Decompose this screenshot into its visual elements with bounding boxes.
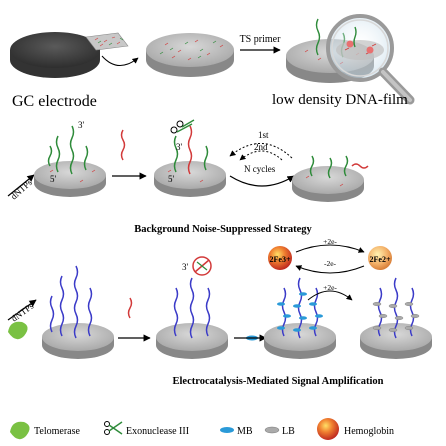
- cycle-1st-label: 1st: [258, 130, 269, 140]
- free-red-strand: [120, 129, 126, 161]
- minus-2e-label: -2e-: [324, 259, 337, 268]
- disk-row3-b: 3': [156, 262, 228, 359]
- cycle-2nd-label: 2nd: [254, 142, 268, 152]
- disk-row3-a: [42, 265, 114, 359]
- arrow-dntps-2: [7, 299, 37, 321]
- telomerase-icon: [10, 421, 30, 440]
- hemoglobin-icon: [317, 418, 339, 440]
- fe2-label: 2Fe2+: [370, 255, 391, 264]
- disk-row3-c: [264, 277, 336, 359]
- mb-icon: [220, 427, 234, 433]
- dntps-label-1: dNTPs: [9, 177, 35, 201]
- legend-mb: MB: [237, 426, 253, 437]
- n-cycles-label: N cycles: [244, 164, 276, 174]
- gc-electrode-label: GC electrode: [12, 93, 97, 110]
- arrow-dntps-1: [7, 174, 35, 197]
- ts-primer-label: TS primer: [240, 34, 281, 45]
- prime-3b-label: 3': [176, 142, 183, 152]
- plus-2e-bottom-label: +2e-: [323, 283, 337, 292]
- low-density-film-label: low density DNA-film: [272, 92, 408, 108]
- dna-film-sheet: [85, 32, 129, 51]
- heading-amplification: Electrocatalysis-Mediated Signal Amplifi…: [173, 376, 384, 387]
- fe3-sphere: [268, 246, 292, 270]
- exonuclease-icon: [104, 421, 123, 435]
- scissors-icon: [170, 119, 195, 134]
- lb-icon: [264, 426, 280, 434]
- prime-3c-label: 3': [182, 262, 189, 272]
- arrow-apply-film: [101, 55, 139, 66]
- heading-strategy: Background Noise-Suppressed Strategy: [134, 224, 312, 235]
- disk-row2-a: 3' 5': [34, 120, 106, 197]
- row-2: dNTPs 3' 5': [7, 119, 369, 235]
- prime-5-label: 5': [50, 174, 57, 184]
- free-red-strand-2: [127, 297, 133, 319]
- cycle-arrows: 1st 2nd N cycles: [229, 130, 295, 187]
- film-disk: [146, 33, 234, 77]
- fe3-label: 2Fe3+: [270, 255, 291, 264]
- gc-electrode-disk: [10, 32, 100, 78]
- legend-telomerase: Telomerase: [34, 426, 81, 437]
- dntps-label-2: dNTPs: [9, 301, 36, 324]
- legend: Telomerase Exonuclease III MB LB Hemoglo…: [10, 418, 394, 440]
- legend-hemoglobin: Hemoglobin: [344, 426, 394, 437]
- legend-lb: LB: [282, 426, 295, 437]
- legend-exonuclease: Exonuclease III: [126, 426, 189, 437]
- row-1: TS primer GC e: [10, 14, 415, 110]
- row-3: dNTPs 3': [7, 237, 432, 387]
- magnifier-icon: [326, 14, 415, 105]
- telomerase-blob: [8, 321, 28, 340]
- prime-5b-label: 5': [168, 174, 175, 184]
- prime-3-label: 3': [78, 120, 85, 130]
- redox-cycle: 2Fe3+ 2Fe2+ +2e- -2e- +2e-: [268, 237, 392, 301]
- fe2-sphere: [368, 246, 392, 270]
- no-exonuclease-icon: [192, 256, 212, 276]
- plus-2e-top-label: +2e-: [323, 237, 337, 246]
- disk-row3-d: [360, 277, 432, 359]
- disk-row2-c: [292, 155, 369, 202]
- disk-row2-b: 3' 5': [154, 125, 226, 197]
